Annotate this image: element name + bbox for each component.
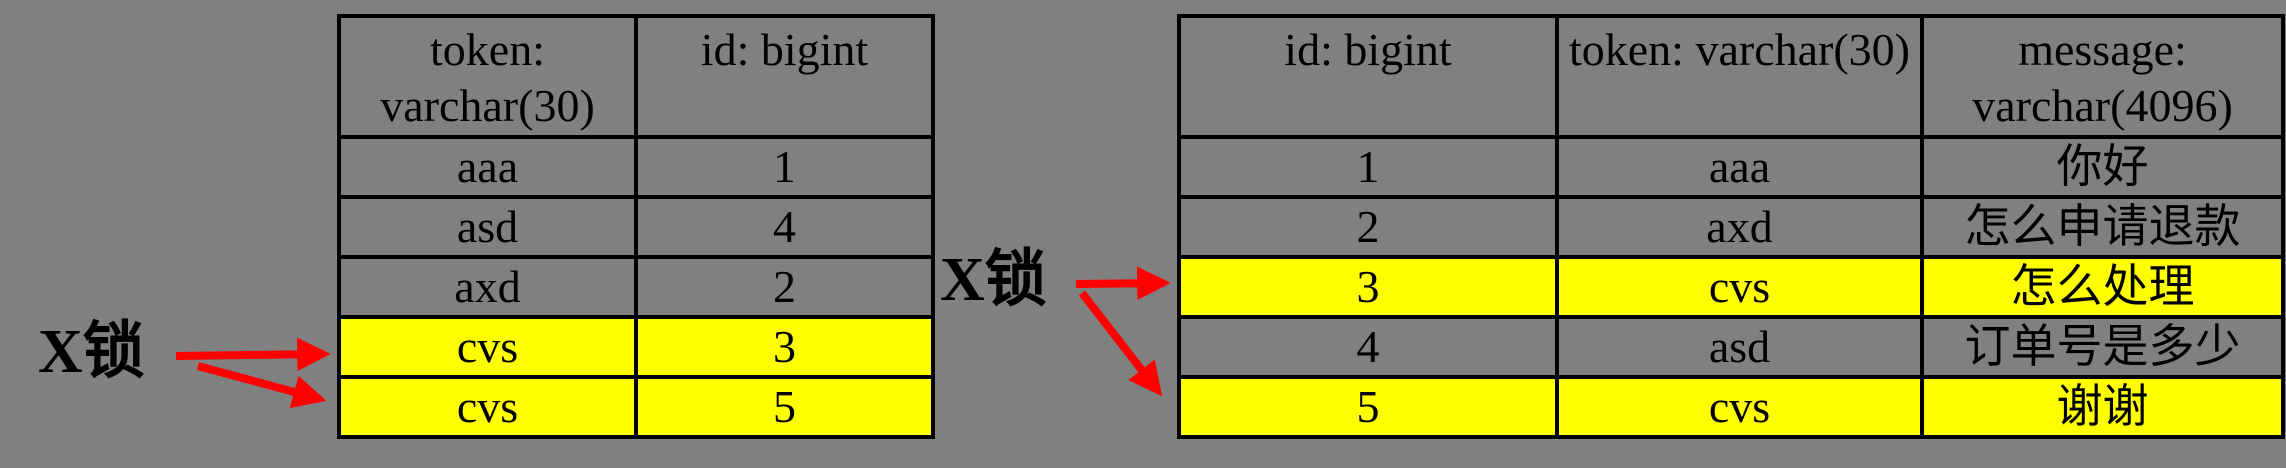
right-table: id: bigint token: varchar(30) message: v… bbox=[1177, 14, 2285, 439]
arrow-right-to-row-5 bbox=[1078, 290, 1163, 397]
column-header-message: message: varchar(4096) bbox=[1920, 14, 2285, 139]
x-lock-label-left: X锁 bbox=[38, 318, 145, 386]
table-cell: 怎么申请退款 bbox=[1920, 195, 2285, 259]
table-cell: axd bbox=[1555, 195, 1924, 259]
table-cell: cvs bbox=[337, 315, 638, 379]
table-row-locked: 3 cvs 怎么处理 bbox=[1177, 255, 2285, 319]
table-cell: 怎么处理 bbox=[1920, 255, 2285, 319]
table-cell: 5 bbox=[634, 375, 935, 439]
table-cell: 1 bbox=[634, 135, 935, 199]
table-cell: 你好 bbox=[1920, 135, 2285, 199]
arrow-left-to-row-cvs5 bbox=[196, 362, 327, 409]
table-cell: aaa bbox=[1555, 135, 1924, 199]
table-cell: 3 bbox=[1177, 255, 1559, 319]
table-cell: 2 bbox=[634, 255, 935, 319]
table-header-row: id: bigint token: varchar(30) message: v… bbox=[1177, 14, 2285, 139]
table-row: 1 aaa 你好 bbox=[1177, 135, 2285, 199]
table-cell: cvs bbox=[337, 375, 638, 439]
column-header-id: id: bigint bbox=[1177, 14, 1559, 139]
table-cell: 2 bbox=[1177, 195, 1559, 259]
table-row-locked: 5 cvs 谢谢 bbox=[1177, 375, 2285, 439]
table-cell: asd bbox=[337, 195, 638, 259]
table-row-locked: cvs 5 bbox=[337, 375, 935, 439]
table-row: 4 asd 订单号是多少 bbox=[1177, 315, 2285, 379]
left-table: token: varchar(30) id: bigint aaa 1 asd … bbox=[337, 14, 935, 439]
table-header-row: token: varchar(30) id: bigint bbox=[337, 14, 935, 139]
table-cell: 4 bbox=[634, 195, 935, 259]
table-cell: asd bbox=[1555, 315, 1924, 379]
table-cell: cvs bbox=[1555, 375, 1924, 439]
table-cell: cvs bbox=[1555, 255, 1924, 319]
table-row-locked: cvs 3 bbox=[337, 315, 935, 379]
table-cell: aaa bbox=[337, 135, 638, 199]
table-cell: 4 bbox=[1177, 315, 1559, 379]
table-cell: 1 bbox=[1177, 135, 1559, 199]
table-cell: 3 bbox=[634, 315, 935, 379]
column-header-id: id: bigint bbox=[634, 14, 935, 139]
x-lock-label-right: X锁 bbox=[940, 246, 1047, 314]
table-row: aaa 1 bbox=[337, 135, 935, 199]
table-cell: axd bbox=[337, 255, 638, 319]
table-cell: 谢谢 bbox=[1920, 375, 2285, 439]
table-row: asd 4 bbox=[337, 195, 935, 259]
table-row: axd 2 bbox=[337, 255, 935, 319]
table-cell: 订单号是多少 bbox=[1920, 315, 2285, 379]
table-cell: 5 bbox=[1177, 375, 1559, 439]
column-header-token: token: varchar(30) bbox=[337, 14, 638, 139]
arrow-left-to-row-cvs3 bbox=[175, 337, 331, 372]
column-header-token: token: varchar(30) bbox=[1555, 14, 1924, 139]
table-row: 2 axd 怎么申请退款 bbox=[1177, 195, 2285, 259]
arrow-right-to-row-3 bbox=[1075, 266, 1171, 301]
